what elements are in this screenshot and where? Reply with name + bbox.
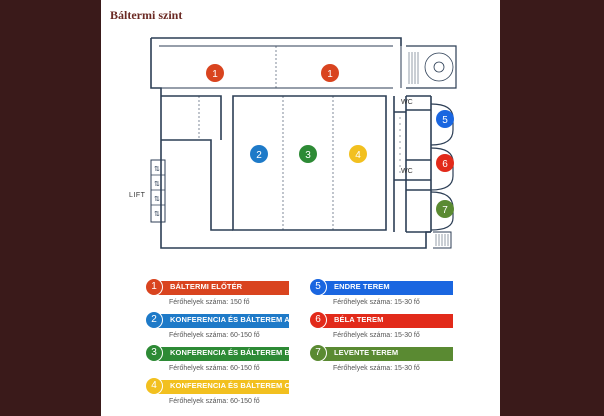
legend-number: 3: [145, 344, 163, 362]
legend-item-5[interactable]: ENDRE TEREM 5 Férőhelyek száma: 15-30 fő: [309, 278, 469, 316]
marker-5[interactable]: [436, 110, 454, 128]
marker-4-label: 4: [355, 150, 361, 161]
marker-7-label: 7: [442, 205, 448, 216]
marker-1b[interactable]: [321, 64, 339, 82]
legend-item-6[interactable]: BÉLA TEREM 6 Férőhelyek száma: 15-30 fő: [309, 311, 469, 349]
svg-text:⇅: ⇅: [154, 181, 160, 188]
legend-item-7[interactable]: LEVENTE TEREM 7 Férőhelyek száma: 15-30 …: [309, 344, 469, 382]
legend-bar: LEVENTE TEREM: [317, 347, 453, 361]
marker-4[interactable]: [349, 145, 367, 163]
legend-name: KONFERENCIA ÉS BÁLTEREM A: [170, 315, 290, 324]
legend-bar: ENDRE TEREM: [317, 281, 453, 295]
marker-6-label: 6: [442, 159, 448, 170]
legend-capacity: Férőhelyek száma: 15-30 fő: [333, 332, 420, 339]
marker-5-label: 5: [442, 115, 448, 126]
legend-number: 6: [309, 311, 327, 329]
marker-3-label: 3: [305, 150, 311, 161]
room-markers: 1 1 2 3 4 5 6 7: [206, 64, 454, 218]
legend-capacity: Férőhelyek száma: 15-30 fő: [333, 299, 420, 306]
legend-bar: KONFERENCIA ÉS BÁLTEREM B: [153, 347, 291, 361]
legend-bar: KONFERENCIA ÉS BÁLTEREM A: [153, 314, 290, 328]
lift-icons: ⇅ ⇅ ⇅ ⇅: [154, 166, 160, 218]
legend-capacity: Férőhelyek száma: 60-150 fő: [169, 398, 260, 405]
legend-name: LEVENTE TEREM: [334, 348, 399, 357]
marker-1a[interactable]: [206, 64, 224, 82]
marker-1b-label: 1: [327, 69, 333, 80]
legend-name: BÉLA TEREM: [334, 315, 384, 324]
legend-item-1[interactable]: BÁLTERMI ELŐTÉR 1 Férőhelyek száma: 150 …: [145, 278, 305, 316]
marker-1a-label: 1: [212, 69, 218, 80]
legend-bar: BÉLA TEREM: [317, 314, 453, 328]
svg-text:⇅: ⇅: [154, 166, 160, 173]
legend-item-4[interactable]: KONFERENCIA ÉS BÁLTEREM C 4 Férőhelyek s…: [145, 377, 305, 415]
marker-2-label: 2: [256, 150, 262, 161]
legend-name: KONFERENCIA ÉS BÁLTEREM C: [170, 381, 291, 390]
marker-7[interactable]: [436, 200, 454, 218]
svg-text:⇅: ⇅: [154, 196, 160, 203]
legend-bar: KONFERENCIA ÉS BÁLTEREM C: [153, 380, 291, 394]
legend-capacity: Férőhelyek száma: 60-150 fő: [169, 365, 260, 372]
legend-number: 7: [309, 344, 327, 362]
legend-item-2[interactable]: KONFERENCIA ÉS BÁLTEREM A 2 Férőhelyek s…: [145, 311, 305, 349]
legend-number: 1: [145, 278, 163, 296]
legend-name: KONFERENCIA ÉS BÁLTEREM B: [170, 348, 291, 357]
floor-plan: ⇅ ⇅ ⇅ ⇅ WC WC 1 1 2 3 4 5 6 7: [150, 37, 457, 249]
legend-number: 2: [145, 311, 163, 329]
lift-label: LIFT: [129, 192, 146, 199]
legend-item-3[interactable]: KONFERENCIA ÉS BÁLTEREM B 3 Férőhelyek s…: [145, 344, 305, 382]
page-title: Báltermi szint: [110, 8, 183, 22]
legend-number: 5: [309, 278, 327, 296]
wc-label-1: WC: [401, 99, 413, 106]
wc-label-2: WC: [401, 168, 413, 175]
legend-capacity: Férőhelyek száma: 150 fő: [169, 299, 250, 306]
marker-6[interactable]: [436, 154, 454, 172]
legend-name: ENDRE TEREM: [334, 282, 390, 291]
page-panel: Báltermi szint: [101, 0, 500, 416]
legend-name: BÁLTERMI ELŐTÉR: [170, 282, 243, 291]
marker-2[interactable]: [250, 145, 268, 163]
svg-text:⇅: ⇅: [154, 211, 160, 218]
legend-bar: BÁLTERMI ELŐTÉR: [153, 281, 289, 295]
legend-capacity: Férőhelyek száma: 15-30 fő: [333, 365, 420, 372]
legend-capacity: Férőhelyek száma: 60-150 fő: [169, 332, 260, 339]
marker-3[interactable]: [299, 145, 317, 163]
legend-number: 4: [145, 377, 163, 395]
